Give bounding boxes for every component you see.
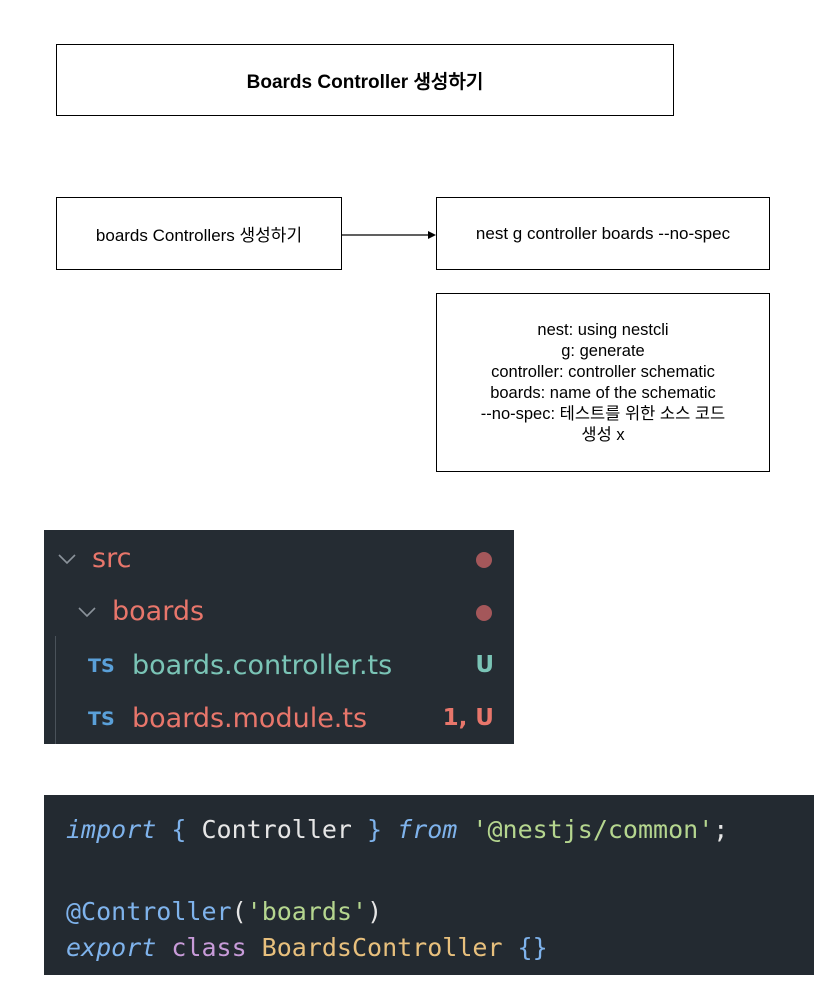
step-from-label: boards Controllers 생성하기 xyxy=(95,226,303,245)
keyword-import: import xyxy=(66,815,157,844)
note-line: g: generate xyxy=(561,341,645,360)
typescript-icon: TS xyxy=(88,708,115,730)
keyword-class: class xyxy=(156,933,262,962)
note-line: boards: name of the schematic xyxy=(490,383,716,402)
typescript-icon: TS xyxy=(88,655,115,677)
file-explorer: src boards TS boards.controller.ts U TS … xyxy=(44,530,514,744)
tree-item-file[interactable]: TS boards.controller.ts U xyxy=(44,640,514,694)
step-to-label: nest g controller boards --no-spec xyxy=(475,223,731,243)
folder-label-src: src xyxy=(92,543,132,574)
token: ) xyxy=(367,897,383,926)
keyword-from: from xyxy=(397,815,458,844)
note-line: controller: controller schematic xyxy=(491,362,715,381)
step-to-box: nest g controller boards --no-spec xyxy=(436,197,770,270)
note-line: 생성 x xyxy=(581,425,625,444)
title-box: Boards Controller 생성하기 xyxy=(56,44,674,116)
class-name: BoardsController xyxy=(261,933,503,962)
file-label: boards.controller.ts xyxy=(132,650,393,681)
keyword-export: export xyxy=(66,933,157,962)
code-line: export class BoardsController {} xyxy=(66,933,548,962)
indent-guide xyxy=(55,636,56,744)
diagram-title: Boards Controller 생성하기 xyxy=(246,71,484,93)
modified-dot-icon xyxy=(476,552,492,568)
flow-arrow xyxy=(342,231,436,239)
file-label: boards.module.ts xyxy=(132,703,368,734)
token xyxy=(457,815,472,844)
chevron-down-icon[interactable] xyxy=(56,548,78,570)
token: { xyxy=(156,815,202,844)
string-literal: 'boards' xyxy=(246,897,368,926)
token: ( xyxy=(231,897,247,926)
git-status-badge: 1, U xyxy=(442,705,494,731)
git-status-badge: U xyxy=(475,652,494,678)
tree-item-boards[interactable]: boards xyxy=(44,586,514,640)
note-line: --no-spec: 테스트를 위한 소스 코드 xyxy=(480,404,726,423)
token: ; xyxy=(713,815,729,844)
code-line: @Controller('boards') xyxy=(66,897,382,926)
tree-item-src[interactable]: src xyxy=(44,533,514,587)
token: {} xyxy=(502,933,548,962)
modified-dot-icon xyxy=(476,605,492,621)
decorator: @Controller xyxy=(66,897,232,926)
string-literal: '@nestjs/common' xyxy=(472,815,714,844)
tree-item-file[interactable]: TS boards.module.ts 1, U xyxy=(44,693,514,747)
notes-box: nest: using nestcli g: generate controll… xyxy=(436,293,770,472)
note-line: nest: using nestcli xyxy=(537,320,669,339)
code-line: import { Controller } from '@nestjs/comm… xyxy=(66,815,728,844)
chevron-down-icon[interactable] xyxy=(76,601,98,623)
identifier: Controller xyxy=(201,815,352,844)
folder-label-boards: boards xyxy=(112,596,205,627)
step-from-box: boards Controllers 생성하기 xyxy=(56,197,342,270)
code-editor[interactable]: import { Controller } from '@nestjs/comm… xyxy=(44,795,814,975)
token: } xyxy=(351,815,398,844)
